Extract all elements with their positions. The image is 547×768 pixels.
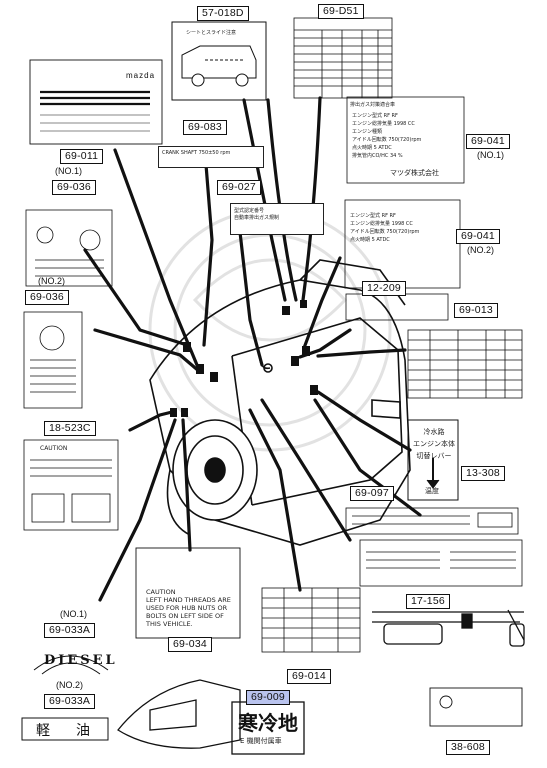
decal-13-308-bottom: 温度: [425, 487, 439, 495]
label-13308-line: 冷水路: [423, 428, 445, 436]
callout-38-608[interactable]: 38-608: [446, 740, 490, 755]
vehicle-outline: [149, 259, 411, 546]
decal-57-018d-text: シートとスライド注意: [186, 30, 237, 36]
caution-heading: CAUTION: [146, 588, 176, 596]
label-041-line: アイドル回転数 750(720)rpm: [352, 137, 422, 143]
decal-diesel-arch: [33, 655, 109, 675]
label-position-markers: [170, 300, 318, 417]
decal-38-608: [429, 687, 523, 727]
decal-69-041-no1: [346, 96, 465, 184]
callout-69-033a-no1[interactable]: 69-033A: [44, 623, 96, 638]
decal-69-041-no2-lines: エンジン型式 RF RF エンジン総排気量 1998 CC アイドル回転数 75…: [350, 212, 419, 244]
label-041-line: エンジン総排気量 1998 CC: [350, 221, 413, 227]
decal-69-036-no1: [25, 209, 113, 287]
decal-18-523c: [23, 439, 119, 531]
label-041-line: 排気管内CO/HC 34 %: [352, 153, 403, 159]
callout-69-034[interactable]: 69-034: [168, 637, 212, 652]
decal-4wd-sheet: [359, 539, 523, 587]
leader-lines: [83, 96, 422, 602]
label-041-line: アイドル回転数 750(720)rpm: [350, 229, 420, 235]
callout-69-041-no2-note: (NO.2): [467, 245, 494, 255]
caution-line: LEFT HAND THREADS ARE: [146, 596, 231, 604]
decal-69-034-text: CAUTION LEFT HAND THREADS ARE USED FOR H…: [146, 588, 231, 628]
decal-69-027: 型式認定番号自動車排出ガス規制: [230, 203, 324, 235]
label-041-line: 点火時期 5 ATDC: [352, 145, 392, 151]
callout-69-041-no1-note: (NO.1): [477, 150, 504, 160]
callout-69-041-no1[interactable]: 69-041: [466, 134, 510, 149]
callout-69-011[interactable]: 69-011: [60, 149, 104, 164]
decal-69-083-text: CRANK SHAFT 750±50 rpm: [162, 150, 231, 156]
kanreichi-sub-text: E 機関付属車: [240, 737, 282, 745]
callout-69-083[interactable]: 69-083: [183, 120, 227, 135]
decal-69-d51: [293, 17, 393, 99]
decal-69-036-no2: [23, 311, 83, 409]
label-041-line: エンジン総排気量 1998 CC: [352, 121, 415, 127]
decal-17-156: [372, 609, 525, 647]
decal-13-308: [407, 419, 459, 501]
label-041-line: エンジン種類: [352, 129, 383, 135]
callout-69-014[interactable]: 69-014: [287, 669, 331, 684]
callout-17-156[interactable]: 17-156: [406, 594, 450, 609]
decal-69-027-text: 型式認定番号自動車排出ガス規制: [234, 208, 280, 221]
decal-69-013: [407, 329, 523, 399]
kanreichi-text: 寒冷地: [238, 711, 298, 735]
callout-13-308[interactable]: 13-308: [461, 466, 505, 481]
decal-69-097: [345, 507, 519, 535]
label-13308-line: 切替レバー: [416, 452, 452, 460]
callout-69-033a-no2-note: (NO.2): [56, 680, 83, 690]
label-041-line: 点火時期 5 ATDC: [350, 237, 390, 243]
kei-yu-text: 軽 油: [36, 723, 96, 739]
diesel-text: DIESEL: [44, 653, 118, 668]
caution-line: THIS VEHICLE.: [146, 620, 193, 628]
decal-69-041-header: 排出ガス対策適合車: [350, 102, 396, 108]
callout-69-033a-no1-note: (NO.1): [60, 609, 87, 619]
callout-69-036-no2-note: (NO.2): [38, 276, 65, 286]
decal-69-041-lines: エンジン型式 RF RF エンジン総排気量 1998 CC エンジン種類 アイド…: [352, 112, 421, 160]
label-13308-line: エンジン本体: [413, 440, 455, 448]
label-041-line: エンジン型式 RF RF: [350, 213, 396, 219]
label-041-line: エンジン型式 RF RF: [352, 113, 398, 119]
callout-69-027[interactable]: 69-027: [217, 180, 261, 195]
mazda-brand-text: mazda: [126, 71, 156, 80]
decal-18-523c-caution: CAUTION: [40, 445, 68, 452]
decal-69-083: CRANK SHAFT 750±50 rpm: [158, 146, 264, 168]
decal-69-011: [29, 59, 163, 145]
callout-69-036-no2[interactable]: 69-036: [25, 290, 69, 305]
decal-57-018d: [171, 21, 267, 101]
decal-kei-yu: [21, 717, 109, 741]
callout-69-033a-no2[interactable]: 69-033A: [44, 694, 96, 709]
callout-18-523c[interactable]: 18-523C: [44, 421, 96, 436]
caution-line: USED FOR HUB NUTS OR: [146, 604, 228, 612]
callout-69-d51[interactable]: 69-D51: [318, 4, 364, 19]
decal-13-308-text: 冷水路 エンジン本体 切替レバー: [412, 426, 456, 462]
decal-69-041-maker: マツダ株式会社: [390, 169, 439, 177]
callout-69-097[interactable]: 69-097: [350, 486, 394, 501]
callout-69-013[interactable]: 69-013: [454, 303, 498, 318]
callout-69-009[interactable]: 69-009: [246, 690, 290, 705]
caution-line: BOLTS ON LEFT SIDE OF: [146, 612, 224, 620]
callout-12-209[interactable]: 12-209: [362, 281, 406, 296]
callout-69-036-no1-note: (NO.1): [55, 166, 82, 176]
callout-69-036-no1[interactable]: 69-036: [52, 180, 96, 195]
callout-57-018d[interactable]: 57-018D: [197, 6, 249, 21]
callout-69-041-no2[interactable]: 69-041: [456, 229, 500, 244]
decal-69-014: [261, 587, 361, 653]
